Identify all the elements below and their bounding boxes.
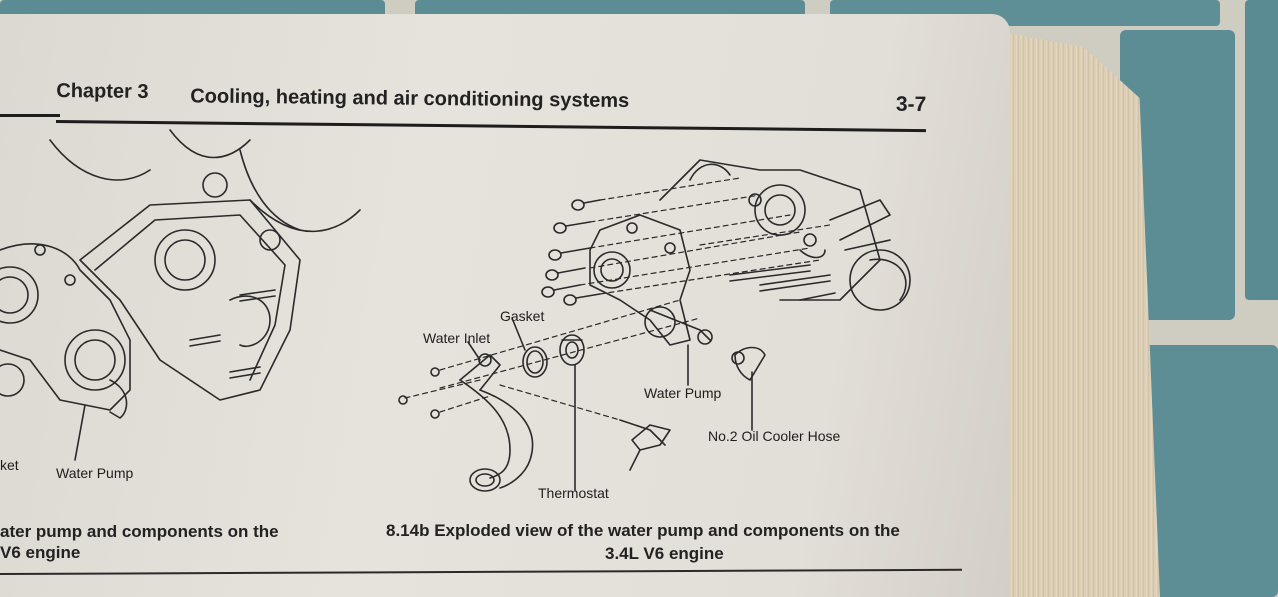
label-right-water-pump: Water Pump: [644, 385, 722, 401]
header-rule-left: [0, 114, 60, 117]
label-gasket-partial: ket: [0, 457, 19, 473]
label-oil-cooler-hose: No.2 Oil Cooler Hose: [708, 428, 841, 444]
book-page: [0, 14, 1010, 597]
label-left-water-pump: Water Pump: [56, 465, 134, 481]
right-caption-line2: 3.4L V6 engine: [605, 544, 724, 563]
right-caption-line1: 8.14b Exploded view of the water pump an…: [386, 521, 900, 540]
label-water-inlet: Water Inlet: [423, 330, 491, 346]
label-gasket: Gasket: [500, 308, 545, 324]
pump-bolts: [541, 199, 601, 306]
left-caption-line2: V6 engine: [0, 543, 81, 562]
alignment-lines: [404, 177, 831, 421]
label-thermostat: Thermostat: [538, 485, 609, 501]
left-water-pump-illustration: [0, 129, 361, 461]
page-stack-edge: [990, 30, 1160, 597]
left-caption-line1: ater pump and components on the: [0, 522, 279, 541]
right-exploded-view-illustration: [398, 159, 911, 492]
